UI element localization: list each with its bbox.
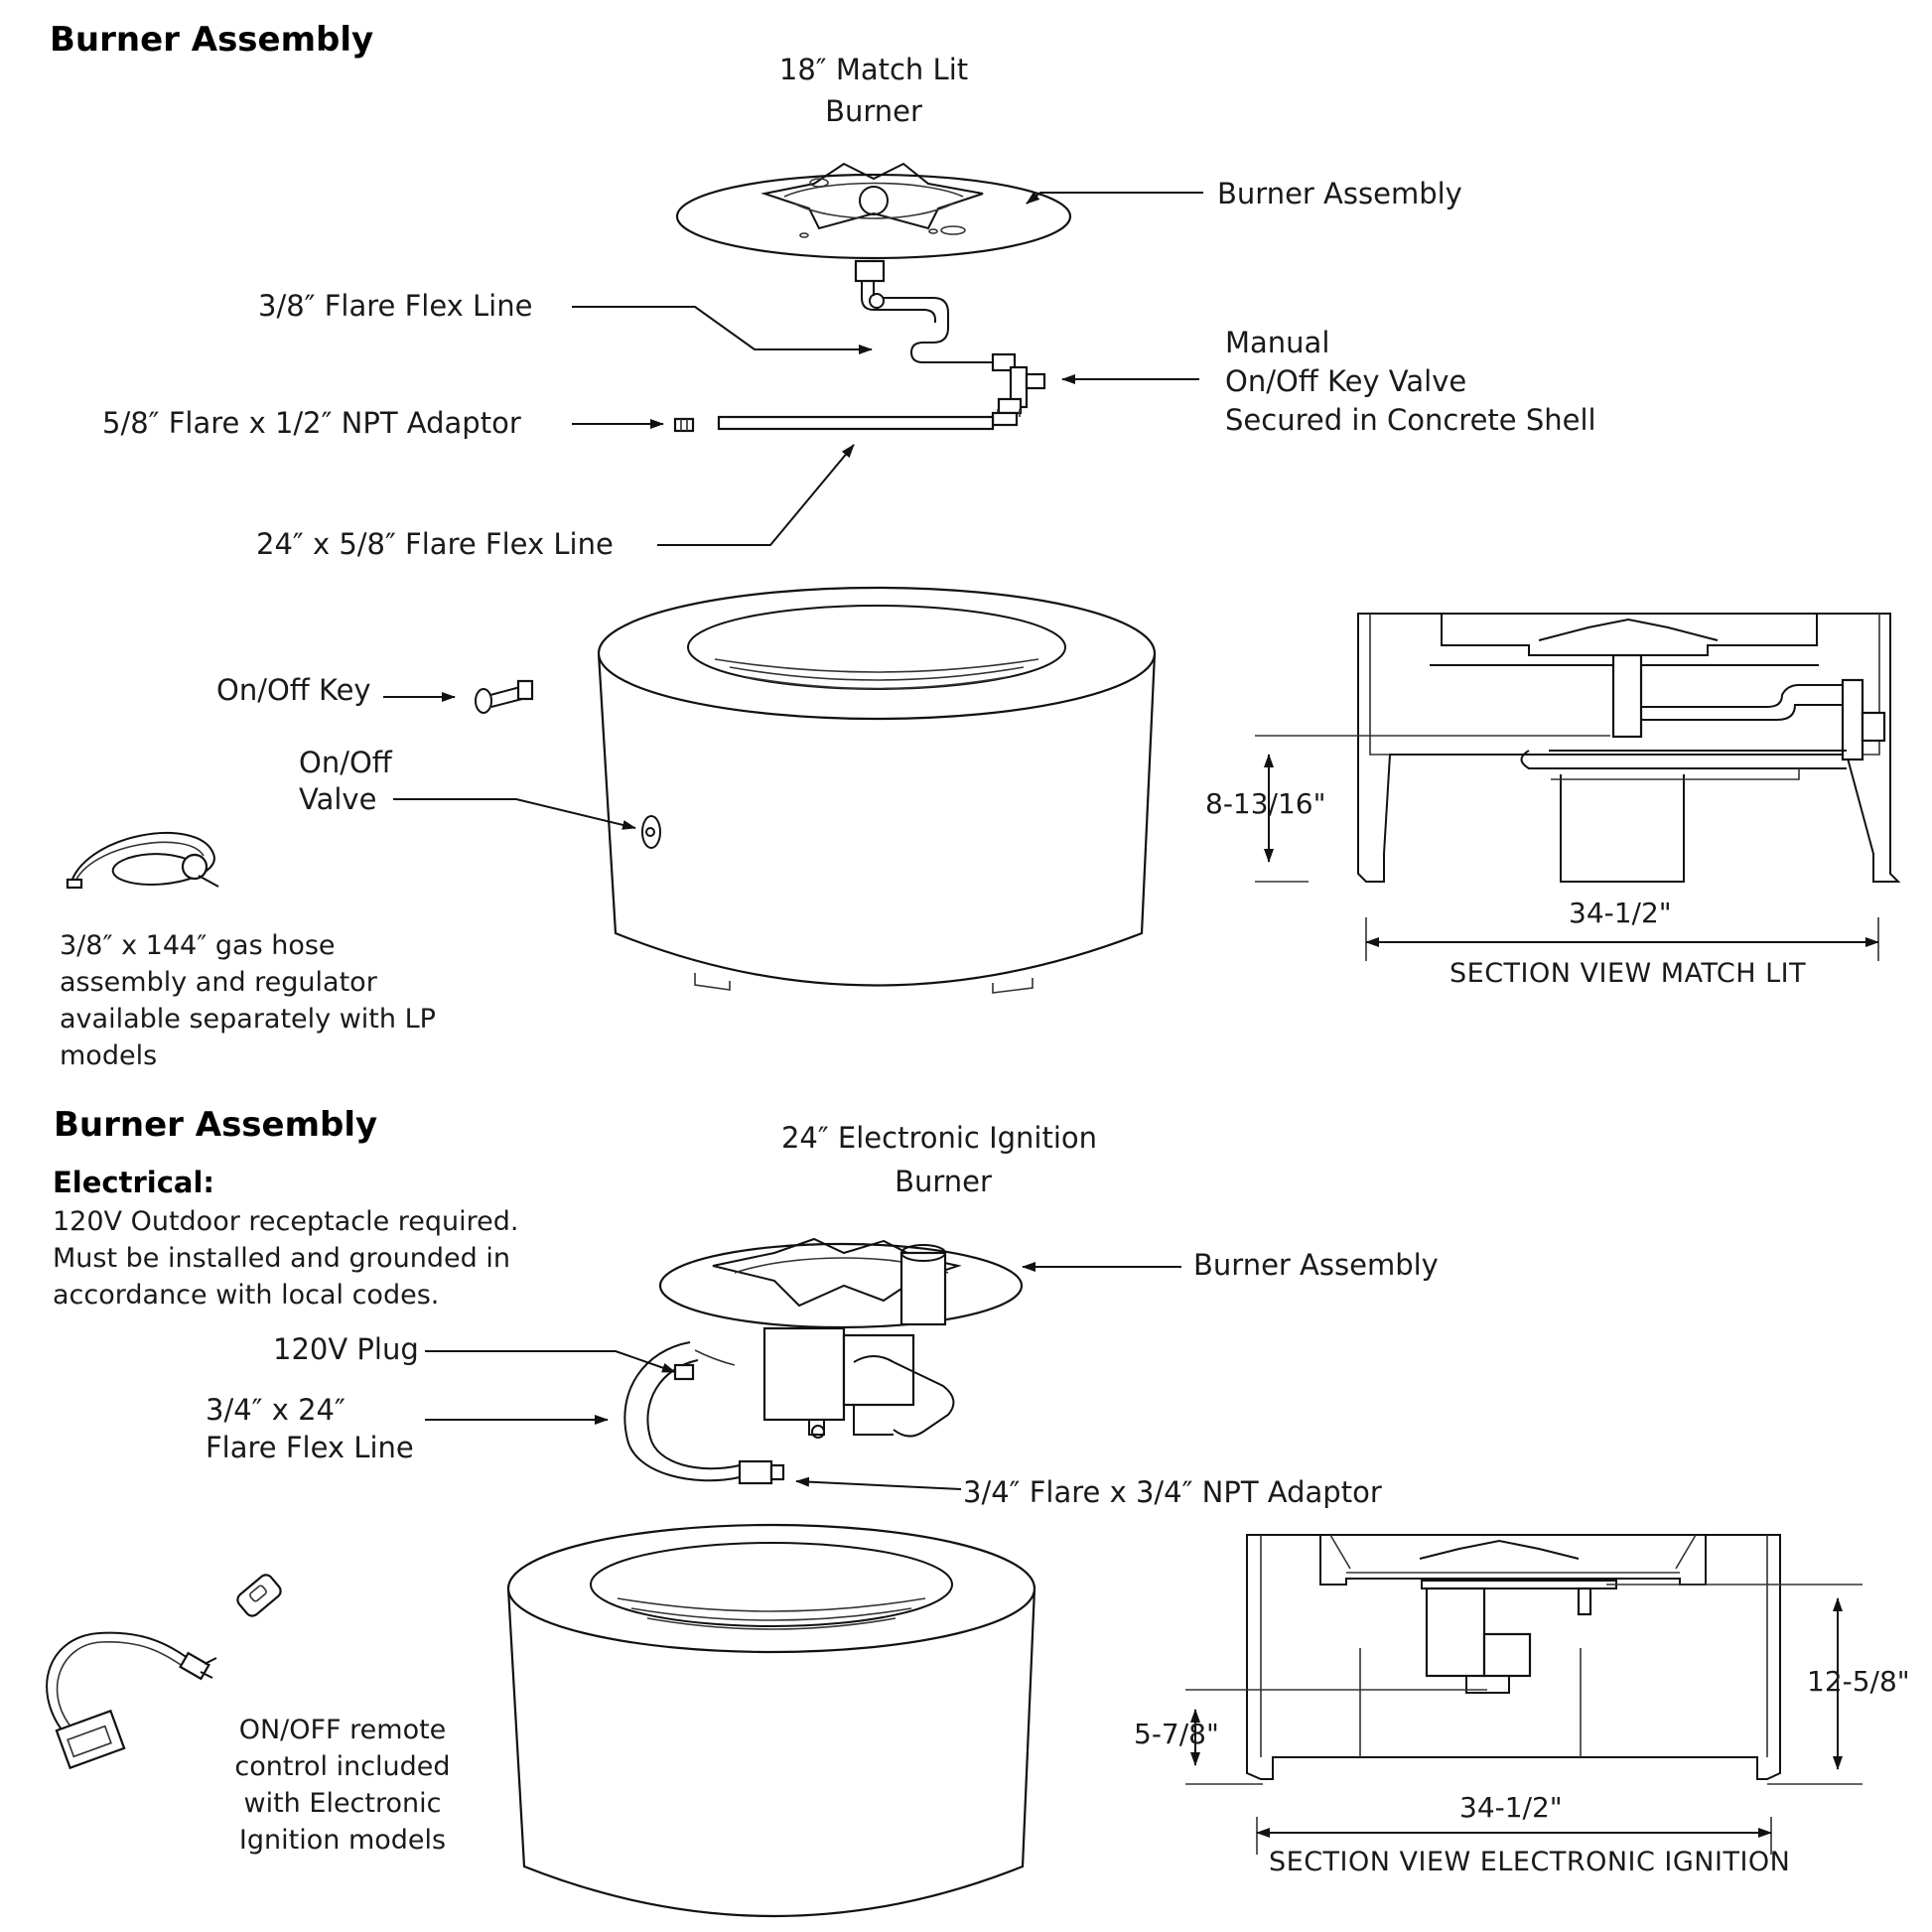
fire-pit-top <box>597 586 1157 994</box>
caption-section-electronic-ignition: SECTION VIEW ELECTRONIC IGNITION <box>1269 1847 1791 1877</box>
electronic-burner-title-line1: 24″ Electronic Ignition <box>780 1121 1098 1155</box>
section-view-electronic-ignition-drawing <box>1246 1534 1781 1780</box>
remote-control-part <box>236 1574 282 1617</box>
label-120v-plug: 120V Plug <box>273 1332 419 1366</box>
match-lit-burner-pan <box>675 162 1072 260</box>
match-lit-burner-title-line2: Burner <box>825 94 922 128</box>
section-electronic-ignition-dimensions <box>1185 1584 1863 1855</box>
label-manual-line3: Secured in Concrete Shell <box>1225 403 1596 437</box>
dim-electronic-width: 34-1/2" <box>1459 1791 1563 1824</box>
label-onoff-key: On/Off Key <box>216 673 371 707</box>
electrical-note: 120V Outdoor receptacle required. Must b… <box>53 1206 519 1311</box>
label-burner-assembly-top: Burner Assembly <box>1217 177 1462 210</box>
power-cord-part <box>46 1631 217 1770</box>
top-fire-pit-leaders <box>383 692 636 830</box>
label-gas-hose: 3/8″ x 144″ gas hose assembly and regula… <box>60 930 436 1071</box>
electronic-ignition-burner <box>623 1237 1024 1485</box>
electronic-burner-title-line2: Burner <box>895 1165 992 1198</box>
top-leader-lines <box>572 192 1203 546</box>
label-onoff-valve-line1: On/Off <box>299 746 392 779</box>
top-heading: Burner Assembly <box>50 20 374 60</box>
section-view-match-lit-drawing <box>1357 613 1901 883</box>
label-manual-line2: On/Off Key Valve <box>1225 364 1467 398</box>
bottom-leader-lines <box>425 1262 1181 1490</box>
bottom-heading: Burner Assembly <box>54 1105 378 1145</box>
label-flex-line-bottom-line1: 3/4″ x 24″ <box>206 1393 345 1427</box>
electrical-subheading: Electrical: <box>53 1166 215 1199</box>
gas-hose-part <box>66 832 219 890</box>
label-npt-adaptor-bottom: 3/4″ Flare x 3/4″ NPT Adaptor <box>963 1475 1382 1509</box>
fire-pit-bottom <box>506 1523 1036 1918</box>
label-flare-flex-line: 3/8″ Flare Flex Line <box>258 289 533 323</box>
label-onoff-valve-line2: Valve <box>299 782 377 816</box>
dim-match-lit-width: 34-1/2" <box>1569 897 1672 929</box>
label-npt-adaptor-top: 5/8″ Flare x 1/2″ NPT Adaptor <box>102 406 521 440</box>
dim-electronic-height-right: 12-5/8" <box>1807 1665 1910 1698</box>
section-match-lit-dimensions <box>1255 735 1879 961</box>
dim-match-lit-height: 8-13/16" <box>1205 787 1326 820</box>
match-lit-burner-title-line1: 18″ Match Lit <box>778 53 969 86</box>
label-flex-line-bottom-line2: Flare Flex Line <box>206 1431 414 1464</box>
caption-section-match-lit: SECTION VIEW MATCH LIT <box>1449 958 1807 989</box>
label-remote-control: ON/OFF remote control included with Elec… <box>234 1715 451 1856</box>
label-24-flex-line: 24″ x 5/8″ Flare Flex Line <box>256 527 614 561</box>
onoff-key-part <box>475 679 534 714</box>
gas-piping <box>673 259 1046 433</box>
dim-electronic-height-left: 5-7/8" <box>1134 1718 1219 1750</box>
label-manual-line1: Manual <box>1225 326 1330 359</box>
label-burner-assembly-bottom: Burner Assembly <box>1193 1248 1439 1282</box>
